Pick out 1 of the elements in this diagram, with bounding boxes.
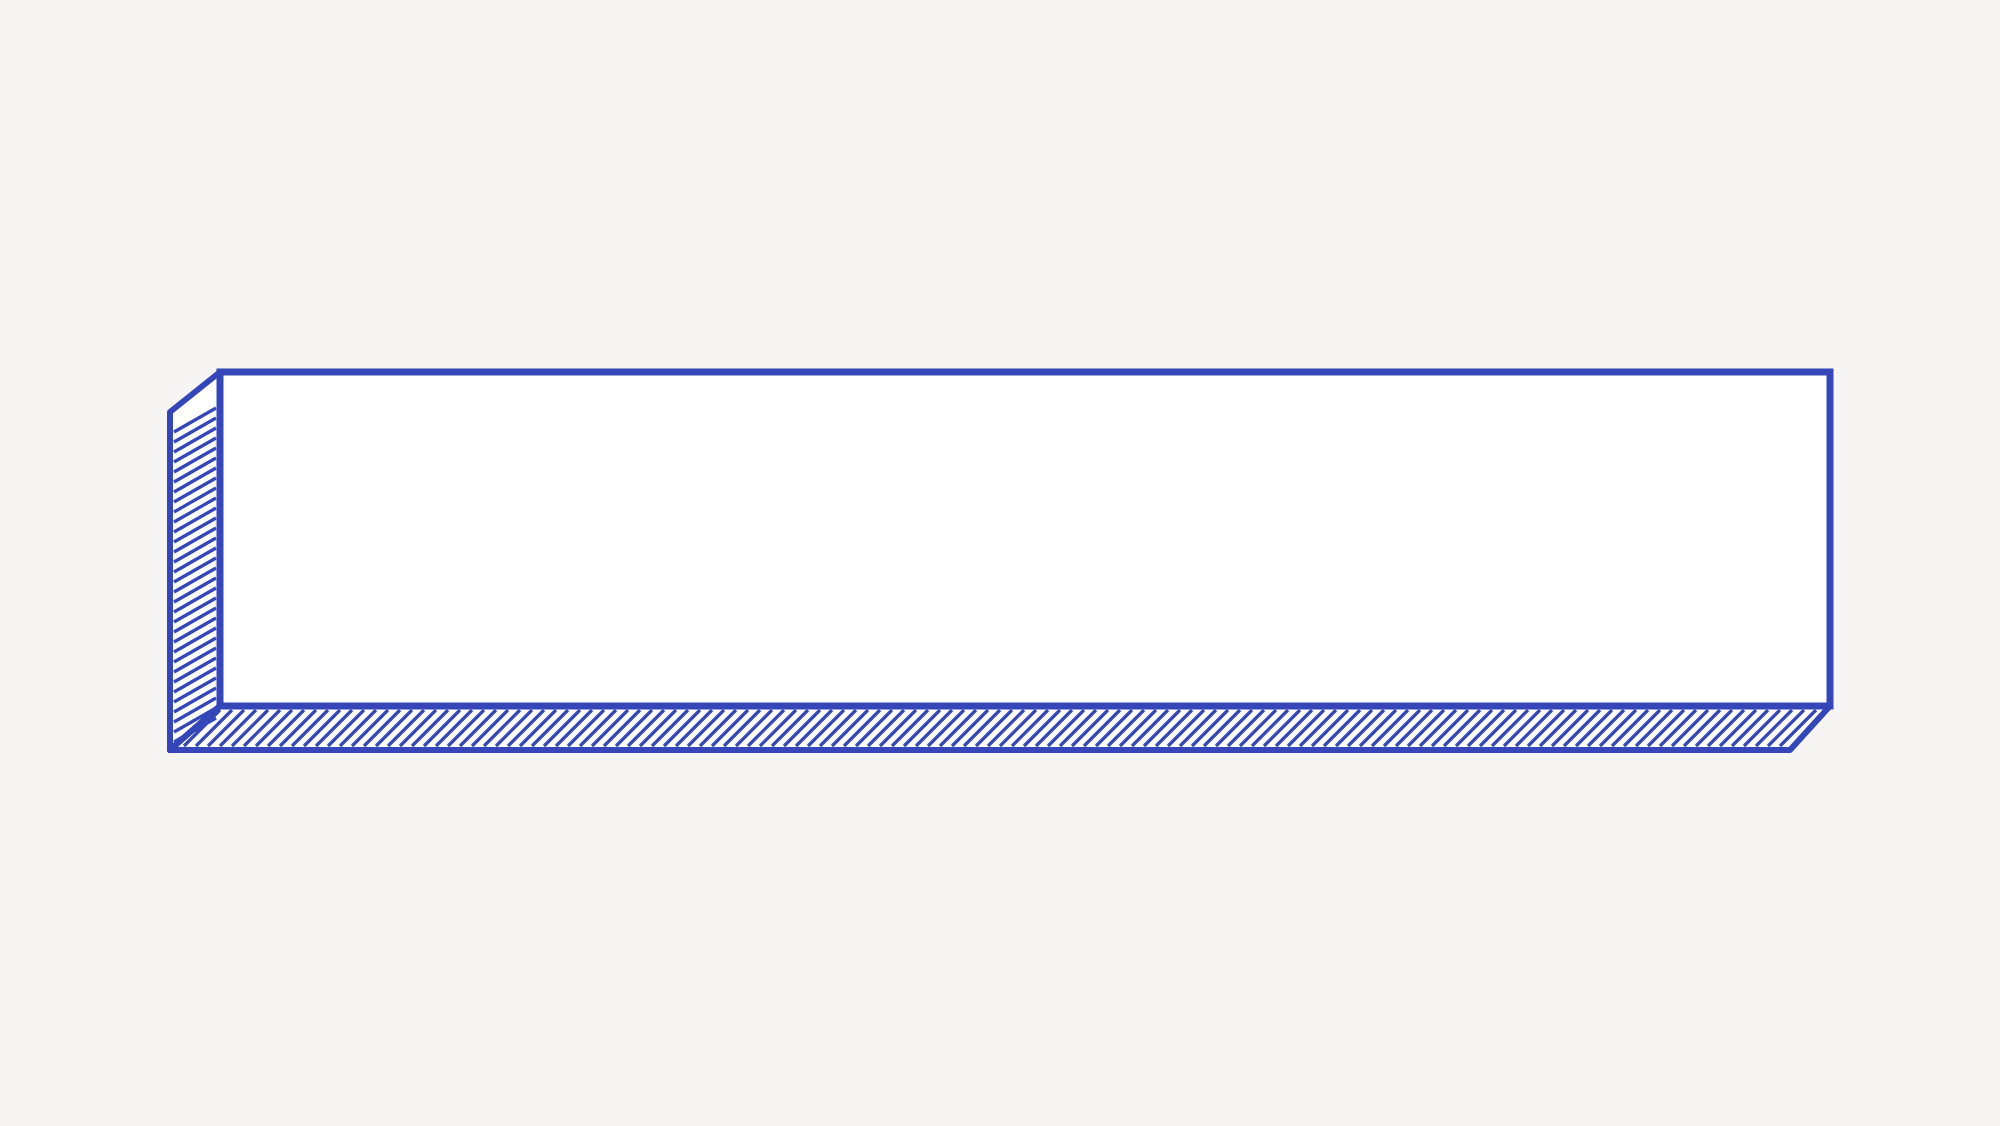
banner-box <box>164 366 1836 758</box>
